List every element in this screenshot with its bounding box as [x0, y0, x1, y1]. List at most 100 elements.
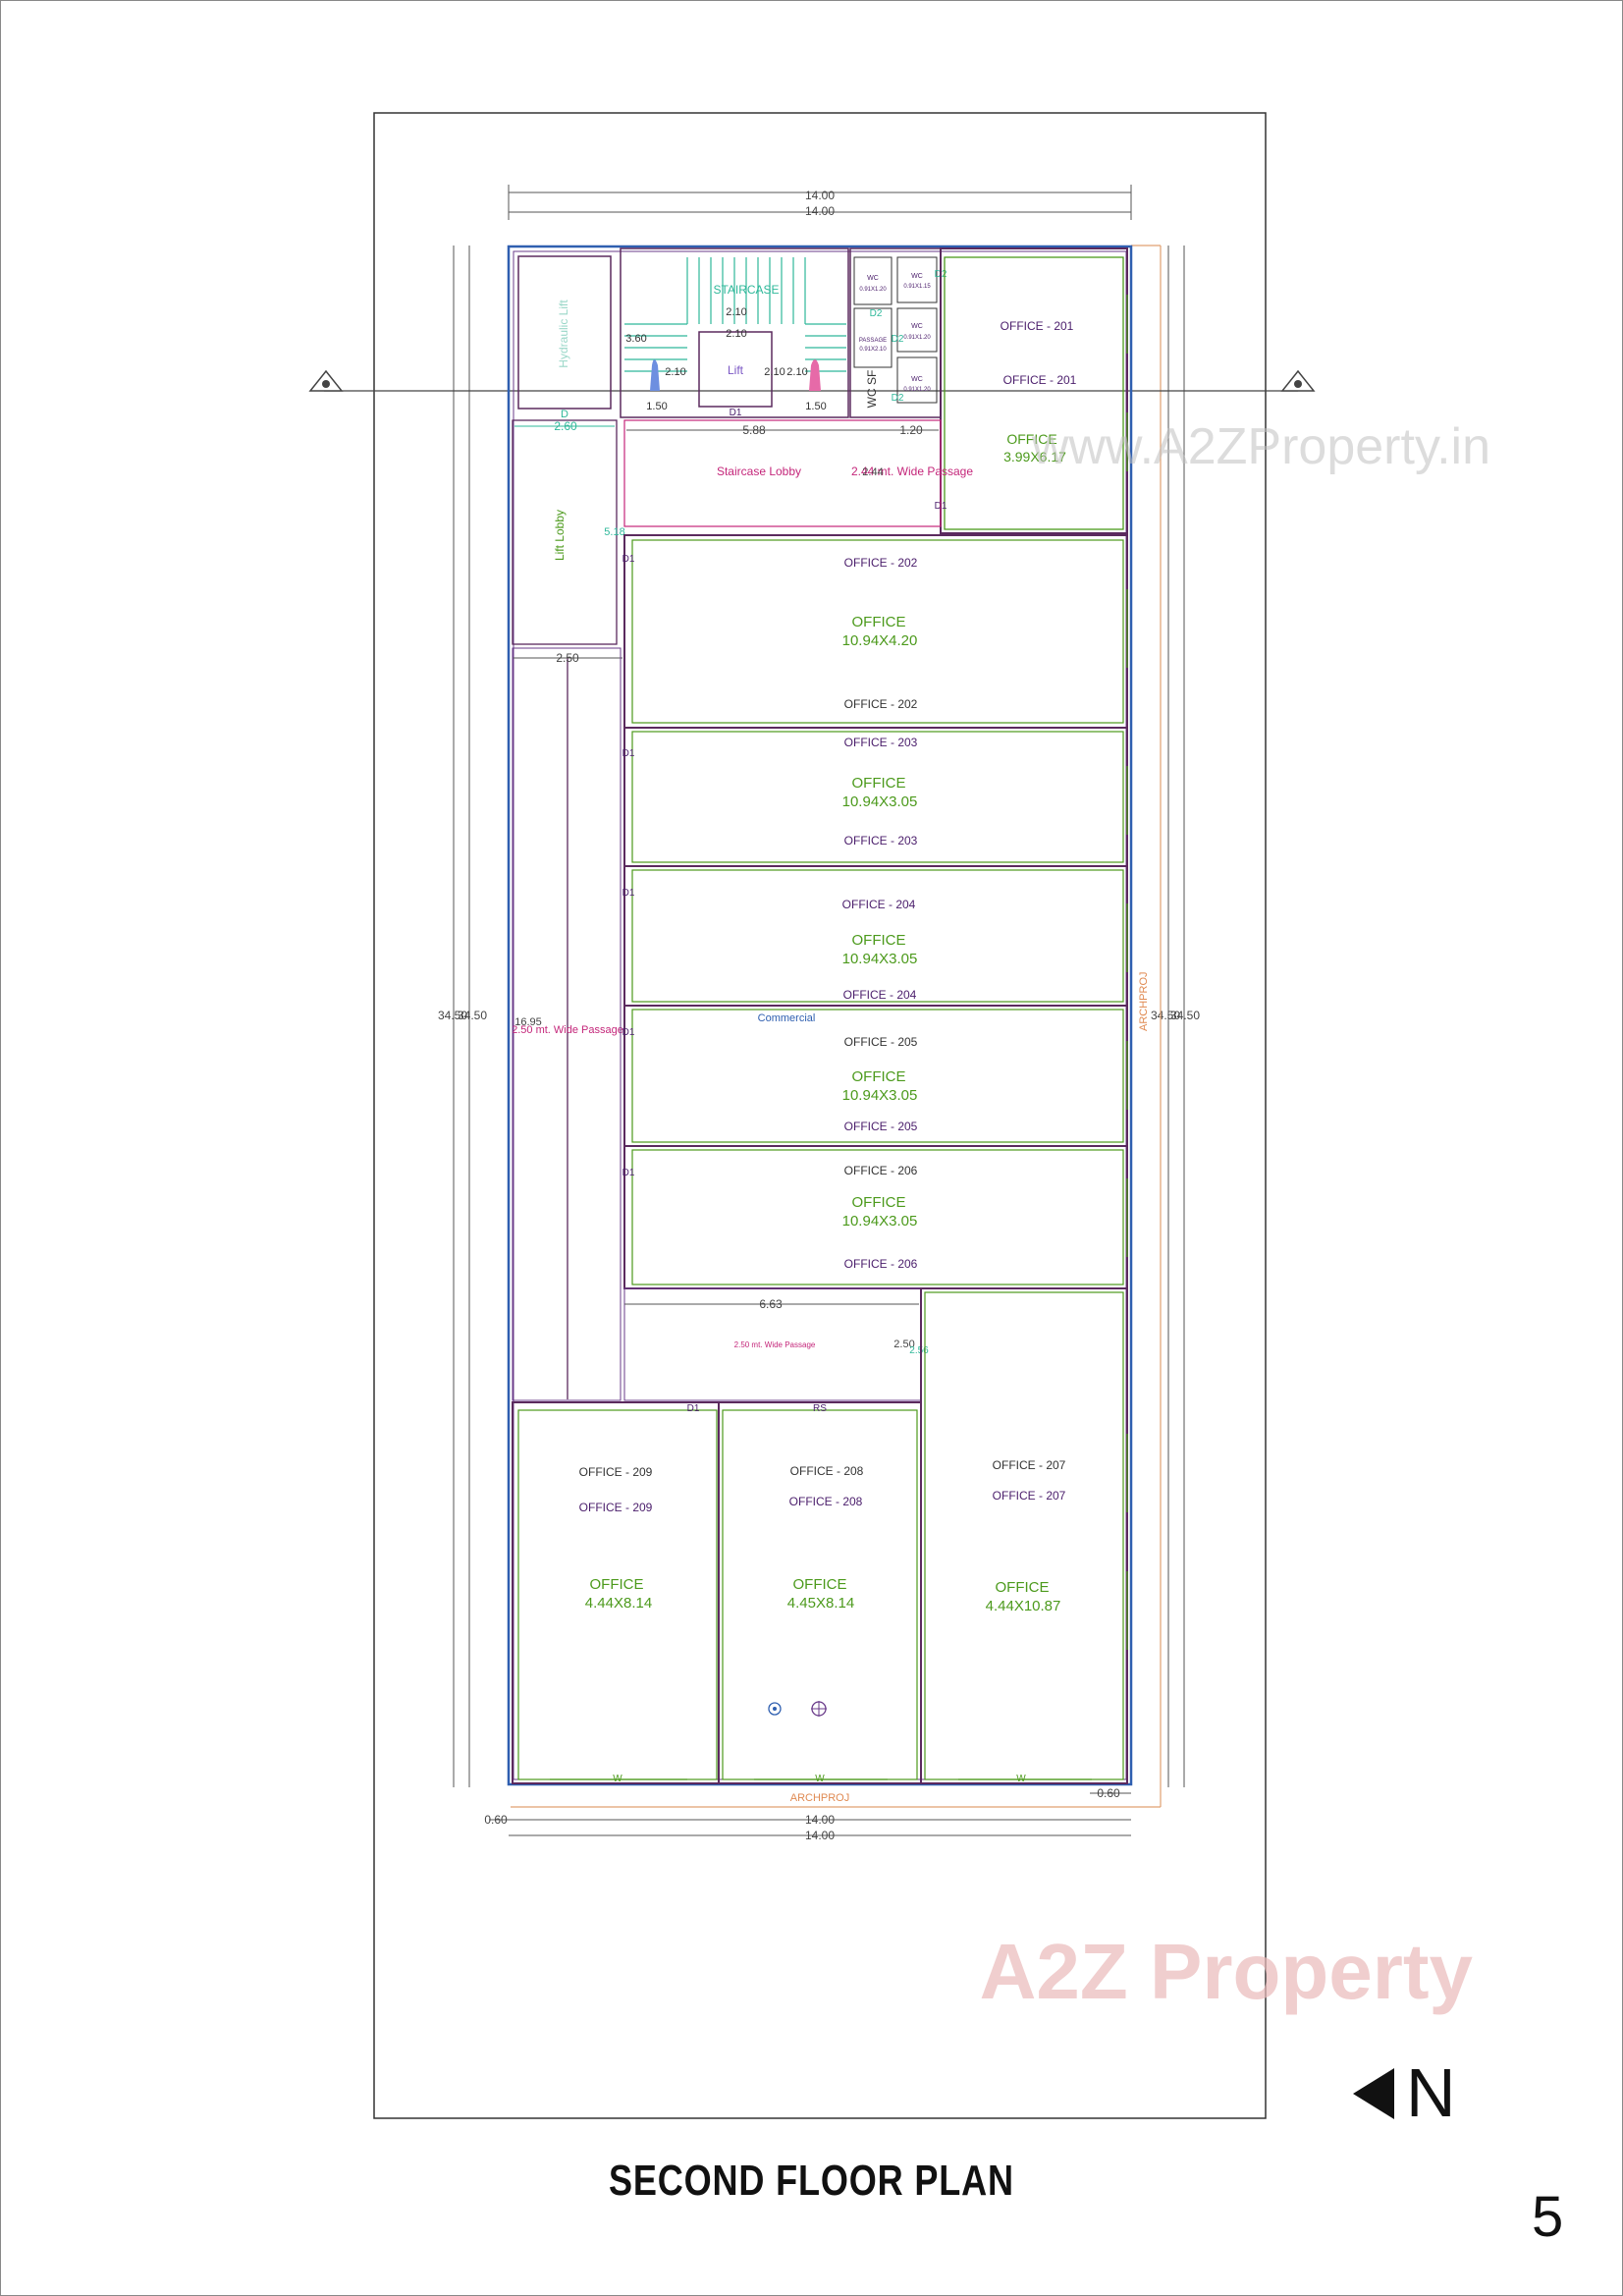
wc-2-size: 0.91X1.15 — [903, 284, 931, 290]
office-201-inner — [944, 256, 1124, 530]
office-202-size: 10.94X4.20 — [842, 632, 918, 649]
width-dimension-bottom-2: 14.00 — [805, 1829, 835, 1842]
staircase-treads — [624, 257, 846, 372]
office-204-name: OFFICE — [852, 932, 906, 949]
passage-top-width: 1.20 — [899, 423, 923, 437]
left-passage-width: 2.50 — [556, 651, 579, 665]
wc-4 — [896, 356, 938, 404]
office-201-room — [940, 247, 1128, 534]
office-208-name: OFFICE — [793, 1576, 847, 1593]
office-204-tag-bottom: OFFICE - 204 — [843, 988, 917, 1002]
left-passage-strip — [512, 647, 622, 1401]
lift-label: Lift — [728, 363, 744, 377]
door-tag-office-205: D1 — [622, 1027, 635, 1038]
office-208 — [718, 1401, 922, 1784]
lift-lobby-label: Lift Lobby — [553, 510, 567, 561]
wc-4-size: 0.91X1.20 — [903, 387, 931, 393]
lift-lobby — [512, 419, 618, 645]
door-tag-wc-3: D2 — [892, 393, 904, 404]
office-201-name: OFFICE — [1006, 431, 1056, 447]
wc-1-size: 0.91X1.20 — [859, 287, 887, 293]
bottom-passage-length: 6.63 — [759, 1297, 783, 1311]
office-201-size: 3.99X6.17 — [1003, 449, 1066, 465]
office-207-tag-mid: OFFICE - 207 — [993, 1489, 1066, 1503]
wc-3-label: WC — [911, 323, 923, 330]
stair-dim-3: 3.60 — [625, 333, 646, 345]
top-dimensions — [508, 185, 1132, 220]
door-tag-lift: D1 — [730, 408, 742, 418]
office-203-name: OFFICE — [852, 775, 906, 792]
left-passage-label: 2.50 mt. Wide Passage — [512, 1024, 623, 1036]
female-wc-marker-icon — [809, 359, 821, 391]
office-205-tag-top: OFFICE - 205 — [844, 1035, 918, 1049]
page-number: 5 — [1532, 2185, 1564, 2249]
archproj-label-bottom: ARCHPROJ — [790, 1792, 850, 1804]
sheet-border — [373, 112, 1267, 2119]
stair-dim-2: 2.10 — [726, 328, 746, 340]
door-tag-wc-1: D2 — [870, 308, 883, 319]
setback-dimension-left: 0.60 — [484, 1813, 508, 1827]
height-dimension-left: 34.50 — [438, 1009, 467, 1022]
office-209-tag-top: OFFICE - 209 — [579, 1465, 653, 1479]
office-208-tag-top: OFFICE - 208 — [790, 1464, 864, 1478]
height-dimension-right-2: 34.50 — [1170, 1009, 1200, 1022]
office-203-tag-bottom: OFFICE - 203 — [844, 834, 918, 847]
office-209-size: 4.44X8.14 — [585, 1595, 652, 1612]
staircase-lobby-width: 5.88 — [742, 423, 766, 437]
floor-trap-icon — [768, 1702, 782, 1716]
hydraulic-lift-shaft — [517, 255, 612, 410]
office-206-tag-bottom: OFFICE - 206 — [844, 1257, 918, 1271]
door-tag-office-206: D1 — [622, 1168, 635, 1178]
stair-dim-1: 2.10 — [726, 306, 746, 318]
passage-small-dim-2: 2.56 — [909, 1345, 929, 1356]
wc-1 — [853, 256, 893, 305]
office-209 — [512, 1401, 720, 1784]
office-208-size: 4.45X8.14 — [787, 1595, 854, 1612]
office-207-tag-top: OFFICE - 207 — [993, 1458, 1066, 1472]
watermark-logo: A2Z Property — [980, 1928, 1474, 2015]
office-208-tag-mid: OFFICE - 208 — [789, 1495, 863, 1508]
office-201-tag-top: OFFICE - 201 — [1001, 319, 1074, 333]
stair-dim-7: 1.50 — [646, 401, 667, 412]
door-tag-office-209: D1 — [687, 1403, 700, 1414]
lift-shaft — [698, 331, 773, 408]
wc-4-label: WC — [911, 376, 923, 383]
office-209-name: OFFICE — [590, 1576, 644, 1593]
office-202-tag-bottom: OFFICE - 202 — [844, 697, 918, 711]
north-arrow-icon — [1353, 2068, 1394, 2119]
staircase-lobby-label: Staircase Lobby — [717, 465, 801, 478]
office-209-tag-mid: OFFICE - 209 — [579, 1501, 653, 1514]
wc-passage-size: 0.91X2.10 — [859, 347, 887, 353]
height-dimension-left-2: 34.50 — [458, 1009, 487, 1022]
door-tag-hydraulic-lift: D — [561, 409, 568, 420]
office-206-size: 10.94X3.05 — [842, 1213, 918, 1230]
office-203-size: 10.94X3.05 — [842, 793, 918, 810]
drawing-title: SECOND FLOOR PLAN — [608, 2157, 1014, 2205]
stair-dim-5: 2.10 — [764, 366, 784, 378]
wc-passage — [853, 307, 893, 368]
watermark-url: www.A2ZProperty.in — [1031, 418, 1490, 475]
stair-dim-4: 2.10 — [665, 366, 685, 378]
office-207-name: OFFICE — [996, 1579, 1050, 1596]
office-204-tag-top: OFFICE - 204 — [842, 898, 916, 911]
archproj-label-right: ARCHPROJ — [1138, 971, 1150, 1031]
hydraulic-lift-label: Hydraulic Lift — [557, 300, 570, 368]
door-tag-office-202: D1 — [622, 554, 635, 565]
office-206-tag-top: OFFICE - 206 — [844, 1164, 918, 1177]
wc-2 — [896, 256, 938, 303]
wc-3-size: 0.91X1.20 — [903, 335, 931, 341]
fixture-symbols — [768, 1701, 827, 1717]
wc-3 — [896, 307, 938, 353]
commercial-label: Commercial — [758, 1012, 816, 1024]
bottom-passage-label: 2.50 mt. Wide Passage — [734, 1340, 816, 1349]
male-wc-marker-icon — [650, 359, 660, 391]
office-205-name: OFFICE — [852, 1068, 906, 1085]
lift-lobby-width: 2.60 — [554, 419, 577, 433]
building-outline-inner — [513, 250, 1127, 1780]
door-tag-office-203: D1 — [622, 748, 635, 759]
building-outline — [507, 245, 1133, 1786]
left-passage-length: 16.95 — [514, 1016, 542, 1028]
passage-small-dim: 2.44 — [862, 466, 883, 478]
office-204-size: 10.94X3.05 — [842, 951, 918, 967]
